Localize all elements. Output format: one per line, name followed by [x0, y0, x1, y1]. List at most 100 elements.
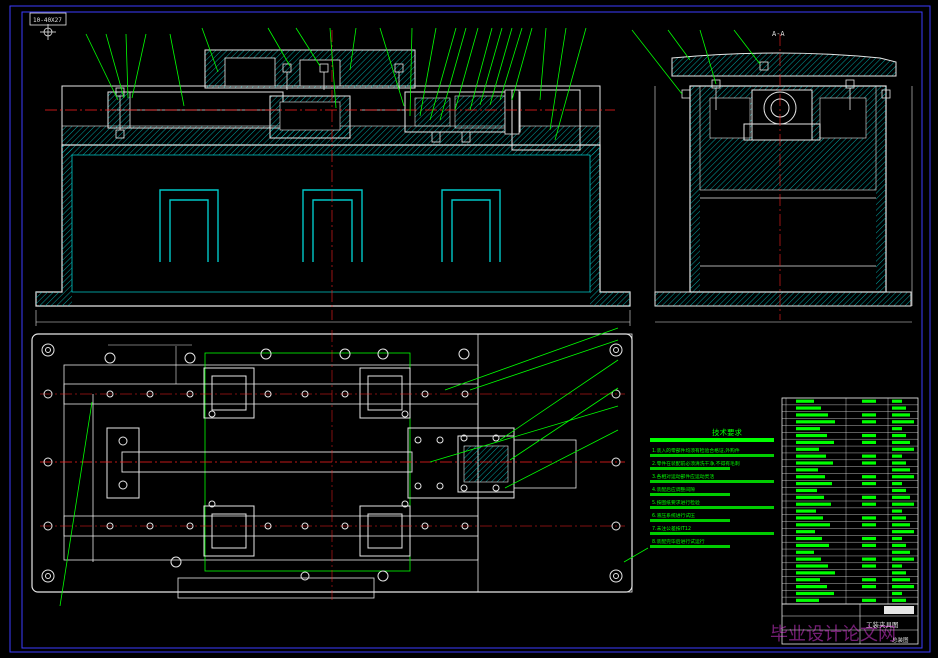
tech-requirement-underline — [650, 493, 730, 496]
bom-cell-mark — [892, 433, 906, 438]
tech-requirement-underline — [650, 519, 730, 522]
bom-cell-mark — [892, 502, 914, 506]
bom-cell-mark — [892, 488, 906, 493]
hole-icon — [41, 343, 623, 583]
top-view — [31, 330, 633, 600]
bom-cell-mark — [796, 516, 823, 520]
bom-cell-mark — [892, 591, 902, 596]
bom-cell-mark — [892, 406, 906, 410]
bom-cell-mark — [796, 447, 819, 451]
front-base-top — [62, 145, 600, 155]
bom-cell-mark — [796, 557, 821, 561]
bom-cell-mark — [796, 571, 835, 575]
bom-cell-mark — [892, 571, 906, 575]
bom-cell-mark — [892, 454, 902, 458]
bom-cell-mark — [796, 543, 829, 547]
bom-cell-mark — [892, 427, 902, 431]
bom-cell-mark — [862, 578, 876, 582]
bom-cell-mark — [892, 564, 902, 568]
bom-cell-mark — [796, 495, 824, 499]
bom-cell-mark — [796, 530, 815, 534]
front-leader-lines — [85, 27, 587, 141]
tech-requirement-underline — [650, 467, 730, 470]
tech-requirement-item: 3.各相对运动部件应运动灵活 — [652, 473, 714, 480]
bom-cell-mark — [892, 440, 910, 444]
bom-table — [781, 397, 919, 605]
bom-cell-mark — [892, 543, 906, 547]
bom-cell-mark — [796, 454, 826, 458]
bom-cell-mark — [796, 536, 822, 541]
tech-requirement-underline — [650, 532, 774, 535]
bom-cell-mark — [796, 406, 821, 410]
bom-cell-mark — [796, 578, 820, 582]
drawing-name: 工装夹具图 — [866, 620, 899, 629]
bom-cell-mark — [796, 591, 834, 596]
bom-cell-mark — [862, 564, 876, 568]
side-leader-lines — [631, 29, 761, 95]
side-view: A-A — [654, 30, 913, 323]
bom-cell-mark — [892, 399, 902, 403]
bom-cell-mark — [796, 475, 825, 479]
bom-cell-mark — [796, 502, 831, 506]
front-base-wall-left — [62, 145, 72, 292]
bom-cell-mark — [862, 433, 876, 438]
side-gear-housing — [743, 89, 821, 141]
bolt-icon — [115, 63, 471, 143]
tech-requirement-item: 5.按图纸要求进行检验 — [652, 499, 700, 506]
bom-cell-mark — [862, 399, 876, 403]
bom-cell-mark — [796, 427, 820, 431]
side-top-plate — [671, 52, 897, 77]
bom-cell-mark — [862, 585, 876, 589]
bom-cell-mark — [892, 495, 910, 499]
bom-cell-mark — [862, 523, 876, 527]
bom-cell-mark — [796, 488, 817, 493]
outer-frame — [9, 5, 931, 653]
bom-cell-mark — [862, 516, 876, 520]
bom-cell-mark — [862, 413, 876, 417]
bom-cell-mark — [892, 482, 902, 486]
crosshair-icon — [40, 24, 56, 40]
bom-cell-mark — [862, 482, 876, 486]
drawing-code: 10-40X27 — [33, 17, 62, 24]
bom-cell-mark — [892, 578, 910, 582]
bom-cell-mark — [862, 454, 876, 458]
front-window-1 — [159, 189, 219, 262]
bom-cell-mark — [796, 468, 818, 472]
front-base-wall-right — [590, 145, 600, 292]
bom-cell-mark — [892, 536, 902, 541]
section-label: A-A — [772, 30, 785, 38]
bom-cell-mark — [862, 420, 876, 424]
sheet-name: 总装图 — [892, 636, 909, 644]
bom-cell-mark — [796, 523, 830, 527]
top-cylinder — [106, 427, 140, 499]
bom-cell-mark — [892, 585, 914, 589]
bom-cell-mark — [892, 468, 910, 472]
bom-cell-mark — [796, 550, 814, 554]
bom-cell-mark — [862, 461, 876, 465]
bom-cell-mark — [892, 557, 914, 561]
bom-cell-mark — [796, 440, 834, 444]
bom-cell-mark — [892, 516, 906, 520]
bom-cell-mark — [892, 509, 902, 513]
bom-cell-mark — [862, 502, 876, 506]
tech-requirements-title: 技术要求 — [712, 427, 742, 437]
inner-frame — [21, 11, 923, 649]
watermark: 毕业设计论文网 — [770, 624, 896, 645]
bom-cell-mark — [796, 399, 814, 403]
bom-cell-mark — [796, 420, 835, 424]
front-view — [35, 30, 631, 326]
tech-requirement-underline — [650, 506, 774, 509]
tech-requirement-item: 4.装配后应调整间隙 — [652, 486, 695, 493]
tech-requirement-underline — [650, 545, 730, 548]
bom-cell-mark — [892, 413, 910, 417]
bom-cell-mark — [862, 536, 876, 541]
bom-cell-mark — [862, 543, 876, 547]
bom-cell-mark — [796, 482, 832, 486]
bom-cell-mark — [796, 564, 828, 568]
bom-cell-mark — [892, 420, 914, 424]
bom-cell-mark — [892, 447, 914, 451]
bom-cell-mark — [796, 509, 816, 513]
tech-requirement-underline — [650, 454, 774, 457]
top-leader-lines — [59, 327, 649, 607]
